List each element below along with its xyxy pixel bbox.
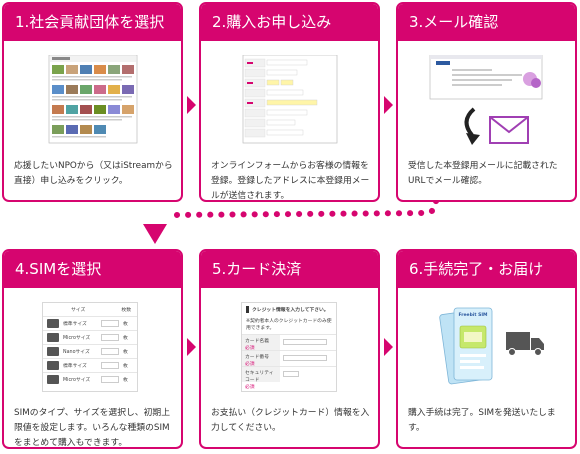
sim-qty-select[interactable] <box>101 348 119 355</box>
step-card-6: 6.手続完了・お届け Freebit SIM 購入手続は完了。SIMを発送いたし… <box>396 249 577 449</box>
sim-row: 標準サイズ 枚 <box>43 358 137 372</box>
step-description: 受信した本登録用メールに記載されたURLでメール確認。 <box>408 161 558 186</box>
curved-arrow-icon <box>466 133 480 145</box>
sim-row: Microサイズ 枚 <box>43 372 137 386</box>
sim-qty-select[interactable] <box>101 334 119 341</box>
sim-row: 標準サイズ 枚 <box>43 316 137 330</box>
step-title: 6.手続完了・お届け <box>398 251 575 288</box>
flow-arrow-down-icon <box>143 224 167 244</box>
sim-selection-screenshot: サイズ 枚数 標準サイズ 枚 Microサイズ 枚 <box>12 302 173 394</box>
step-description: お支払い（クレジットカード）情報を入力してください。 <box>211 408 370 433</box>
flow-arrow-right-icon <box>187 338 196 356</box>
step-title: 4.SIMを選択 <box>4 251 181 288</box>
step-description: オンラインフォームからお客様の情報を登録。登録したアドレスに本登録用メールが送信… <box>211 161 370 201</box>
step-card-5: 5.カード決済 クレジット情報を入力して下さい。 ※契約者本人のクレジットカード… <box>199 249 380 449</box>
card-form-heading: クレジット情報を入力して下さい。 <box>246 306 332 313</box>
step-description: 購入手続は完了。SIMを発送いたします。 <box>408 408 556 433</box>
sim-qty-select[interactable] <box>101 320 119 327</box>
sim-qty-select[interactable] <box>101 362 119 369</box>
sim-card-icon <box>47 333 59 342</box>
envelope-icon <box>489 116 529 144</box>
email-confirmation-illustration <box>429 55 543 145</box>
sim-package-delivery-illustration: Freebit SIM <box>406 302 567 394</box>
step-description: SIMのタイプ、サイズを選択し、初期上限値を設定します。いろんな種類のSIMをま… <box>14 408 170 448</box>
npo-website-screenshot <box>48 55 138 144</box>
step-title: 5.カード決済 <box>201 251 378 288</box>
step-card-2: 2.購入お申し込み オンラインフォームからお客様の情報を登録。登録したアドレスに… <box>199 2 380 202</box>
sim-row: Nanoサイズ 枚 <box>43 344 137 358</box>
flow-arrow-right-icon <box>384 338 393 356</box>
flow-arrow-right-icon <box>384 96 393 114</box>
step-card-4: 4.SIMを選択 サイズ 枚数 標準サイズ 枚 Microサ <box>2 249 183 449</box>
card-number-input[interactable] <box>283 355 327 361</box>
sim-card-icon <box>47 361 59 370</box>
sim-qty-select[interactable] <box>101 376 119 383</box>
sim-card-icon <box>47 319 59 328</box>
sim-card-icon <box>47 347 59 356</box>
card-form-notice: ※契約者本人のクレジットカードのみ使用できます。 <box>246 319 332 331</box>
flow-arrow-right-icon <box>187 96 196 114</box>
step-title: 3.メール確認 <box>398 4 575 41</box>
step-title: 1.社会貢献団体を選択 <box>4 4 181 41</box>
step-card-3: 3.メール確認 受信した本登録用メールに記載されたURLでメール確認。 <box>396 2 577 202</box>
sim-qty-header: 枚数 <box>121 308 131 313</box>
sim-card-icon <box>47 375 59 384</box>
sim-row: Microサイズ 枚 <box>43 330 137 344</box>
sim-package-brand: Freebit SIM <box>458 313 488 318</box>
step-card-1: 1.社会貢献団体を選択 <box>2 2 183 202</box>
sim-size-header: サイズ <box>71 308 86 313</box>
card-payment-screenshot: クレジット情報を入力して下さい。 ※契約者本人のクレジットカードのみ使用できます… <box>209 302 370 394</box>
step-description: 応援したいNPOから（又はiStreamから直接）申し込みをクリック。 <box>14 161 173 186</box>
card-name-input[interactable] <box>283 339 327 345</box>
delivery-truck-icon <box>506 332 544 356</box>
security-code-input[interactable] <box>283 371 299 377</box>
step-title: 2.購入お申し込み <box>201 4 378 41</box>
online-form-screenshot <box>242 55 338 144</box>
